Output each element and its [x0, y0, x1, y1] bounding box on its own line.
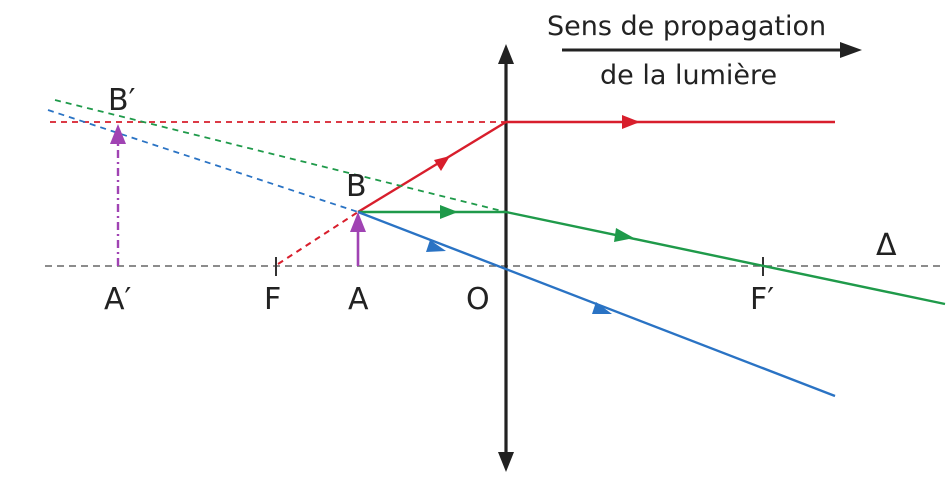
- green-ray-emergent: [505, 210, 946, 306]
- propagation-arrow-head: [840, 42, 862, 58]
- label-f: F: [264, 282, 281, 317]
- lens-top-arrow: [498, 44, 514, 64]
- red-ray-virtual: [277, 211, 359, 265]
- blue-ray-back-extension: [47, 109, 359, 213]
- object-arrow-head: [350, 212, 366, 232]
- blue-ray-arrow-1: [426, 240, 446, 252]
- lens-bottom-arrow: [498, 452, 514, 472]
- label-a-prime: A′: [104, 282, 132, 317]
- green-ray-arrow-2: [614, 228, 634, 242]
- image-arrow-head: [110, 124, 126, 144]
- label-b-prime: B′: [108, 83, 136, 118]
- green-ray-arrow-1: [440, 205, 458, 219]
- label-a: A: [348, 282, 369, 317]
- label-o: O: [466, 282, 490, 317]
- red-ray-incident: [357, 120, 507, 214]
- blue-ray-arrow-2: [592, 302, 612, 314]
- label-f-prime: F′: [750, 282, 774, 317]
- caption-line1: Sens de propagation: [547, 11, 826, 42]
- red-ray-arrow-2: [622, 115, 640, 129]
- caption-line2: de la lumière: [600, 60, 777, 91]
- green-ray-back-extension: [54, 99, 507, 213]
- red-ray-arrow-1: [434, 156, 450, 171]
- label-axis: Δ: [876, 228, 897, 263]
- label-b: B: [346, 169, 367, 204]
